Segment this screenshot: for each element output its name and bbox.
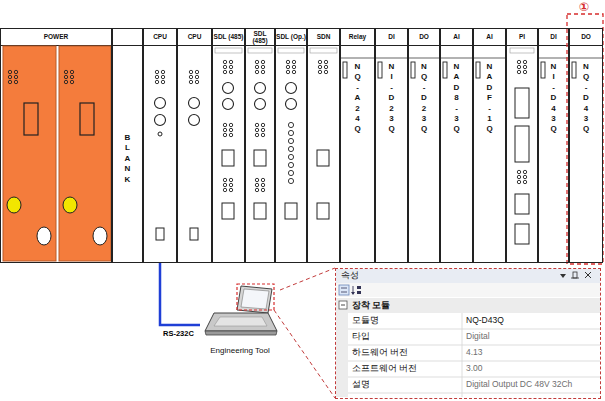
callout-number: ①: [579, 0, 589, 14]
rack-module: PI: [506, 28, 538, 263]
panel-chrome: [336, 269, 600, 397]
zoom-line: [274, 310, 335, 398]
model-name: NI-D23Q: [376, 62, 407, 135]
property-value: Digital Output DC 48V 32Ch: [466, 379, 572, 389]
cable-label: RS-232C: [162, 329, 195, 338]
rack-frame: [1, 29, 603, 263]
property-value: 3.00: [466, 363, 483, 373]
module-header: CPU: [144, 29, 176, 46]
module-header: SDL (Op.): [276, 29, 306, 46]
power-supply: [3, 46, 111, 261]
rack-module: DI NI-D43Q: [538, 28, 569, 263]
slot-label: BLANK: [113, 133, 142, 185]
module-header: Relay: [341, 29, 374, 46]
module-header: SDL (485): [213, 29, 244, 46]
rack-module: CPU: [143, 28, 177, 263]
rack-module: SDL (Op.): [275, 28, 307, 263]
rack-module: AI NADF-1Q: [473, 28, 506, 263]
model-name: NQ-D43Q: [570, 62, 602, 135]
section-header: 장착 모듈: [352, 300, 390, 312]
property-value: Digital: [466, 331, 490, 341]
module-header: DO: [409, 29, 439, 46]
property-value: 4.13: [466, 347, 483, 357]
comm-module-parts: [215, 48, 337, 219]
power-module-group: POWER: [0, 28, 112, 263]
model-name: NQ-D23Q: [409, 62, 439, 135]
rack-module: SDL (485): [245, 28, 275, 263]
module-header: SDL (485): [246, 29, 274, 46]
rack-module: RelayNQ-A24Q: [340, 28, 375, 263]
module-header: PI: [507, 29, 537, 46]
module-header: DI: [539, 29, 568, 46]
rack-module: SDN: [307, 28, 340, 263]
module-header: SDN: [308, 29, 339, 46]
property-name: 모듈명: [352, 315, 379, 327]
module-header: AI: [441, 29, 472, 46]
module-header: CPU: [178, 29, 211, 46]
property-name: 타입: [352, 331, 370, 343]
panel-title: 속성: [341, 270, 359, 282]
rack-module: CPU: [177, 28, 212, 263]
module-header: DO: [570, 29, 602, 46]
module-header: POWER: [1, 29, 111, 46]
serial-cable: [160, 263, 200, 325]
rack-module: DO NQ-D23Q: [408, 28, 440, 263]
tool-label: Engineering Tool: [200, 346, 280, 355]
rack-module: DI NI-D23Q: [375, 28, 408, 263]
io-module-parts: [340, 48, 603, 244]
rack-module: DO NQ-D43Q: [569, 28, 603, 263]
laptop-icon: [205, 284, 277, 335]
rack-module: AI NAD8-3Q: [440, 28, 473, 263]
module-header: AI: [474, 29, 505, 46]
model-name: NADF-1Q: [474, 62, 505, 135]
model-name: NQ-A24Q: [341, 62, 374, 135]
blank-slot: BLANK: [112, 28, 143, 263]
engineering-tool: Engineering Tool: [200, 283, 280, 359]
model-name: NAD8-3Q: [441, 62, 472, 135]
module-header: DI: [376, 29, 407, 46]
property-name: 설명: [352, 379, 370, 391]
zoom-line: [280, 268, 335, 290]
model-name: NI-D43Q: [539, 62, 568, 135]
property-name: 하드웨어 버전: [352, 347, 408, 359]
property-value: NQ-D43Q: [466, 315, 504, 325]
callout-box: [567, 14, 603, 264]
rack-module: SDL (485): [212, 28, 245, 263]
property-name: 소프트웨어 버전: [352, 363, 417, 375]
